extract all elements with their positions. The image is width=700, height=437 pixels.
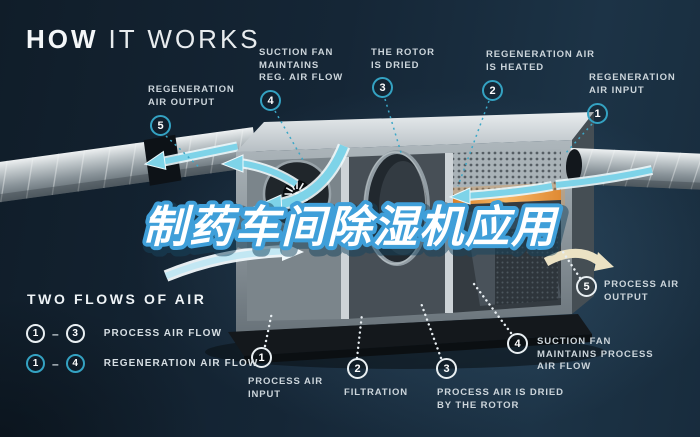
legend-process-label: PROCESS AIR FLOW — [103, 328, 223, 339]
regeneration-flow-arrows — [220, 143, 654, 216]
badge-proc-5: 5 — [576, 276, 597, 297]
badge-reg-1: 1 — [587, 103, 608, 124]
callout-process-air-output: PROCESS AIR OUTPUT — [604, 279, 680, 303]
process-output-arrow — [543, 248, 614, 271]
callout-filtration: FILTRATION — [344, 387, 409, 398]
callout-reg-air-input: REGENERATION AIR INPUT — [589, 72, 676, 96]
badge-reg-2: 2 — [482, 80, 503, 101]
badge-reg-5: 5 — [150, 115, 171, 136]
page-title: HOW IT WORKS — [26, 24, 261, 55]
legend-regen-from-badge: 1 — [26, 354, 45, 373]
legend-process-to-badge: 3 — [65, 324, 85, 343]
svg-text:制药车间除湿机应用: 制药车间除湿机应用 — [146, 207, 563, 256]
badge-proc-3: 3 — [436, 358, 457, 379]
leader-lines — [165, 98, 593, 360]
svg-text:制药车间除湿机应用: 制药车间除湿机应用 — [143, 203, 560, 252]
title-light: IT WORKS — [108, 24, 261, 54]
badge-proc-4: 4 — [507, 333, 528, 354]
callout-rotor-dried: THE ROTOR IS DRIED — [371, 47, 435, 71]
callout-reg-air-heated: REGENERATION AIR IS HEATED — [486, 49, 595, 73]
legend-dash: – — [52, 326, 59, 341]
left-duct — [0, 127, 259, 204]
legend-regen-to-badge: 4 — [65, 354, 85, 373]
badge-reg-4: 4 — [260, 90, 281, 111]
legend-row-process: 1 – 3 PROCESS AIR FLOW — [26, 324, 222, 343]
legend-row-regeneration: 1 – 4 REGENERATION AIR FLOW — [26, 354, 258, 373]
legend-dash: – — [52, 356, 59, 371]
mesh-panel — [495, 226, 558, 305]
callout-regeneration-air-output: REGENERATION AIR OUTPUT — [148, 84, 235, 108]
callout-process-air-input: PROCESS AIR INPUT — [248, 376, 324, 400]
rotor — [363, 150, 430, 266]
badge-proc-2: 2 — [347, 358, 368, 379]
legend-title: TWO FLOWS OF AIR — [27, 291, 207, 307]
callout-process-air-dried: PROCESS AIR IS DRIED BY THE ROTOR — [437, 387, 564, 411]
process-input-arrow — [163, 242, 304, 282]
watermark-text: 制药车间除湿机应用 制药车间除湿机应用 — [139, 199, 567, 263]
badge-proc-1: 1 — [251, 347, 272, 368]
legend-process-from-badge: 1 — [26, 324, 45, 343]
title-bold: HOW — [26, 24, 99, 54]
reg-output-flow-arrow — [143, 150, 167, 171]
callout-suction-fan-reg: SUCTION FAN MAINTAINS REG. AIR FLOW — [259, 47, 344, 84]
callout-suction-fan-process: SUCTION FAN MAINTAINS PROCESS AIR FLOW — [537, 336, 654, 373]
cabinet-base — [228, 314, 592, 356]
legend-regen-label: REGENERATION AIR FLOW — [103, 358, 259, 369]
badge-reg-3: 3 — [372, 77, 393, 98]
